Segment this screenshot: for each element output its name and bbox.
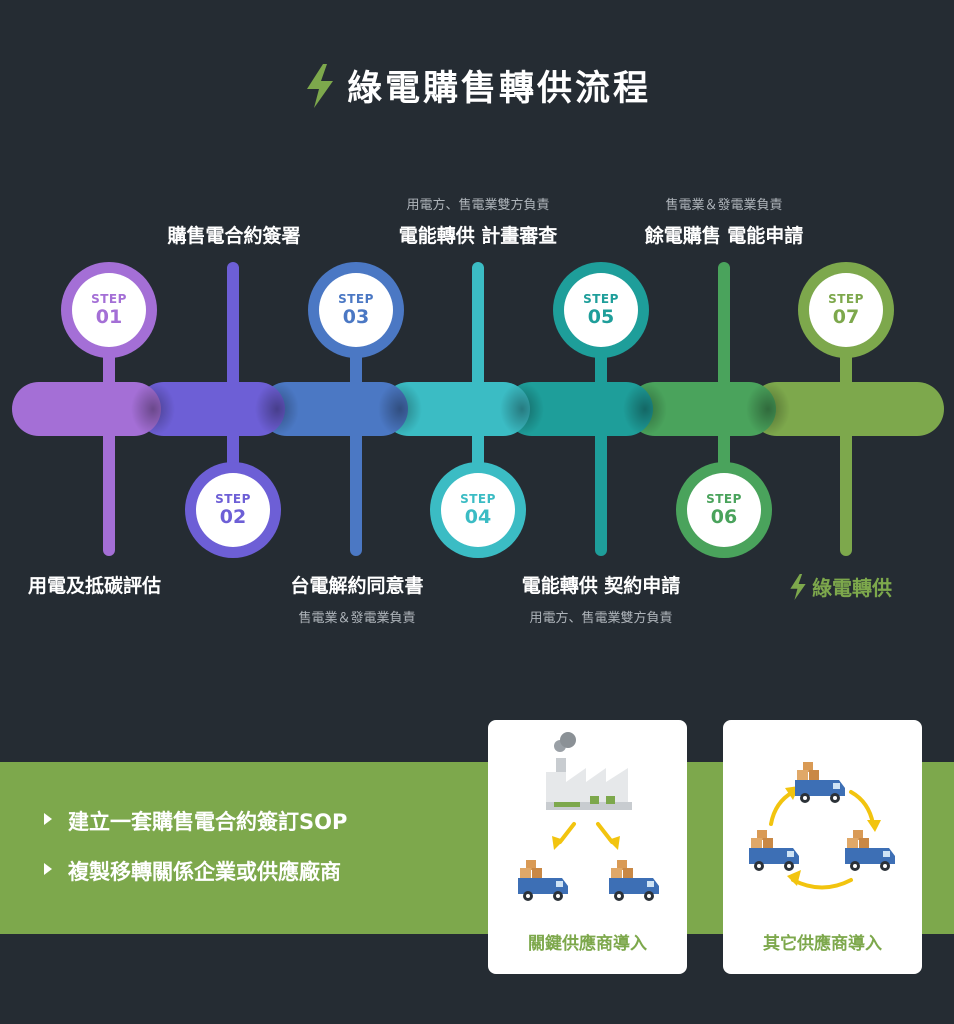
step-06-step-text: STEP [706, 492, 742, 506]
truck-icon [845, 830, 895, 871]
timeline-segment [12, 382, 161, 436]
step-03-step-text: STEP [338, 292, 374, 306]
triangle-bullet-icon [44, 863, 52, 875]
step-04-number: 04 [464, 506, 492, 528]
truck-icon [795, 762, 845, 803]
step-07-number: 07 [832, 306, 860, 328]
bullet-item: 建立一套購售電合約簽訂SOP [42, 806, 347, 836]
step-01-label: 用電及抵碳評估 [28, 575, 162, 597]
segment-shadow [746, 382, 790, 436]
step-04-label: 電能轉供 計畫審查 [398, 225, 558, 247]
truck-icon [518, 860, 568, 901]
factory-trucks-illustration [518, 732, 659, 901]
step-04-step-text: STEP [460, 492, 496, 506]
other-supplier-card: 其它供應商導入 [723, 720, 922, 974]
step-pipe [595, 420, 607, 556]
step-05-number: 05 [587, 306, 615, 328]
step-06-note: 售電業＆發電業負責 [665, 198, 783, 213]
bullet-text: 建立一套購售電合約簽訂SOP [68, 810, 348, 834]
step-05-note: 用電方、售電業雙方負責 [529, 611, 673, 626]
segment-shadow [500, 382, 544, 436]
yellow-arrow-icon [552, 822, 620, 850]
truck-icon [749, 830, 799, 871]
step-03-number: 03 [342, 306, 370, 328]
step-07-label: 綠電轉供 [788, 572, 892, 601]
timeline-segment [750, 382, 944, 436]
timeline-segment [260, 382, 408, 436]
triangle-bullet-icon [44, 813, 52, 825]
key-supplier-card: 關鍵供應商導入 [488, 720, 687, 974]
step-pipe [350, 420, 362, 556]
step-05-label: 電能轉供 契約申請 [521, 575, 681, 597]
segment-shadow [255, 382, 299, 436]
lightning-bolt-icon [790, 574, 806, 600]
timeline-segment [505, 382, 653, 436]
segment-shadow [378, 382, 422, 436]
factory-icon [546, 732, 632, 810]
truck-icon [609, 860, 659, 901]
step-02-label: 購售電合約簽署 [167, 225, 301, 247]
step-pipe [103, 420, 115, 556]
bullet-item: 複製移轉關係企業或供應廠商 [42, 856, 347, 886]
step-01-number: 01 [95, 306, 123, 328]
step-05-step-text: STEP [583, 292, 619, 306]
step-pipe [840, 420, 852, 556]
step-03-label: 台電解約同意書 [290, 575, 424, 597]
step-06-label: 餘電購售 電能申請 [644, 225, 804, 247]
step-pipe [718, 262, 730, 402]
step-01-step-text: STEP [91, 292, 127, 306]
card-caption: 關鍵供應商導入 [528, 934, 647, 954]
timeline-segment [628, 382, 776, 436]
timeline-segment [137, 382, 285, 436]
step-02-number: 02 [219, 506, 247, 528]
summary-bullets: 建立一套購售電合約簽訂SOP 複製移轉關係企業或供應廠商 [42, 806, 347, 906]
segment-shadow [623, 382, 667, 436]
title-text: 綠電購售轉供流程 [346, 69, 651, 109]
step-07-step-text: STEP [828, 292, 864, 306]
step-pipe [472, 262, 484, 402]
step-03-note: 售電業＆發電業負責 [298, 611, 416, 626]
bullet-text: 複製移轉關係企業或供應廠商 [68, 860, 341, 884]
card-caption: 其它供應商導入 [763, 934, 882, 954]
step-07-label-text: 綠電轉供 [812, 576, 892, 600]
step-02-step-text: STEP [215, 492, 251, 506]
lightning-bolt-icon [306, 64, 333, 108]
step-pipe [227, 262, 239, 402]
truck-cycle-illustration [749, 762, 895, 890]
segment-shadow [131, 382, 175, 436]
page-title: 綠電購售轉供流程 [0, 60, 954, 111]
step-04-note: 用電方、售電業雙方負責 [406, 198, 550, 213]
step-06-number: 06 [710, 506, 738, 528]
